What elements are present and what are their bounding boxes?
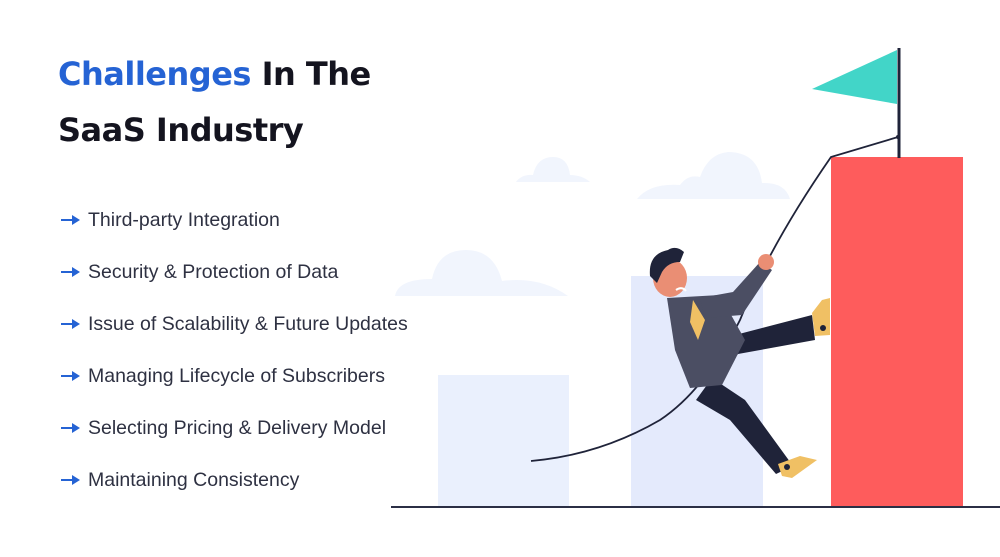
arrow-right-icon xyxy=(61,371,80,381)
bar-tall-red xyxy=(831,157,963,507)
title-rest: In The xyxy=(250,55,372,93)
list-item-label: Security & Protection of Data xyxy=(88,260,339,283)
flag-icon xyxy=(812,50,897,104)
cloud-icon xyxy=(637,152,790,199)
arrow-right-icon xyxy=(61,319,80,329)
list-item: Managing Lifecycle of Subscribers xyxy=(60,348,408,404)
list-item-label: Selecting Pricing & Delivery Model xyxy=(88,416,387,439)
challenges-list: Third-party Integration Security & Prote… xyxy=(60,196,408,508)
list-item: Maintaining Consistency xyxy=(60,452,408,508)
list-item: Security & Protection of Data xyxy=(60,244,408,300)
arrow-right-icon xyxy=(61,475,80,485)
list-item-label: Managing Lifecycle of Subscribers xyxy=(88,364,385,387)
page-title: Challenges In The SaaS Industry xyxy=(58,46,371,158)
bar-small xyxy=(438,375,569,507)
list-item: Third-party Integration xyxy=(60,192,408,248)
list-item-label: Third-party Integration xyxy=(88,208,280,231)
title-line-2: SaaS Industry xyxy=(58,111,304,149)
title-accent: Challenges xyxy=(58,55,251,93)
arrow-right-icon xyxy=(61,423,80,433)
list-item: Selecting Pricing & Delivery Model xyxy=(60,400,408,456)
arrow-right-icon xyxy=(61,215,80,225)
list-item-label: Issue of Scalability & Future Updates xyxy=(88,312,408,335)
cloud-icon xyxy=(395,250,568,296)
list-item: Issue of Scalability & Future Updates xyxy=(60,296,408,352)
climber-figure xyxy=(649,247,830,478)
title-line-1: Challenges In The xyxy=(58,46,371,102)
arrow-right-icon xyxy=(61,267,80,277)
cloud-icon xyxy=(516,157,590,182)
list-item-label: Maintaining Consistency xyxy=(88,468,300,491)
